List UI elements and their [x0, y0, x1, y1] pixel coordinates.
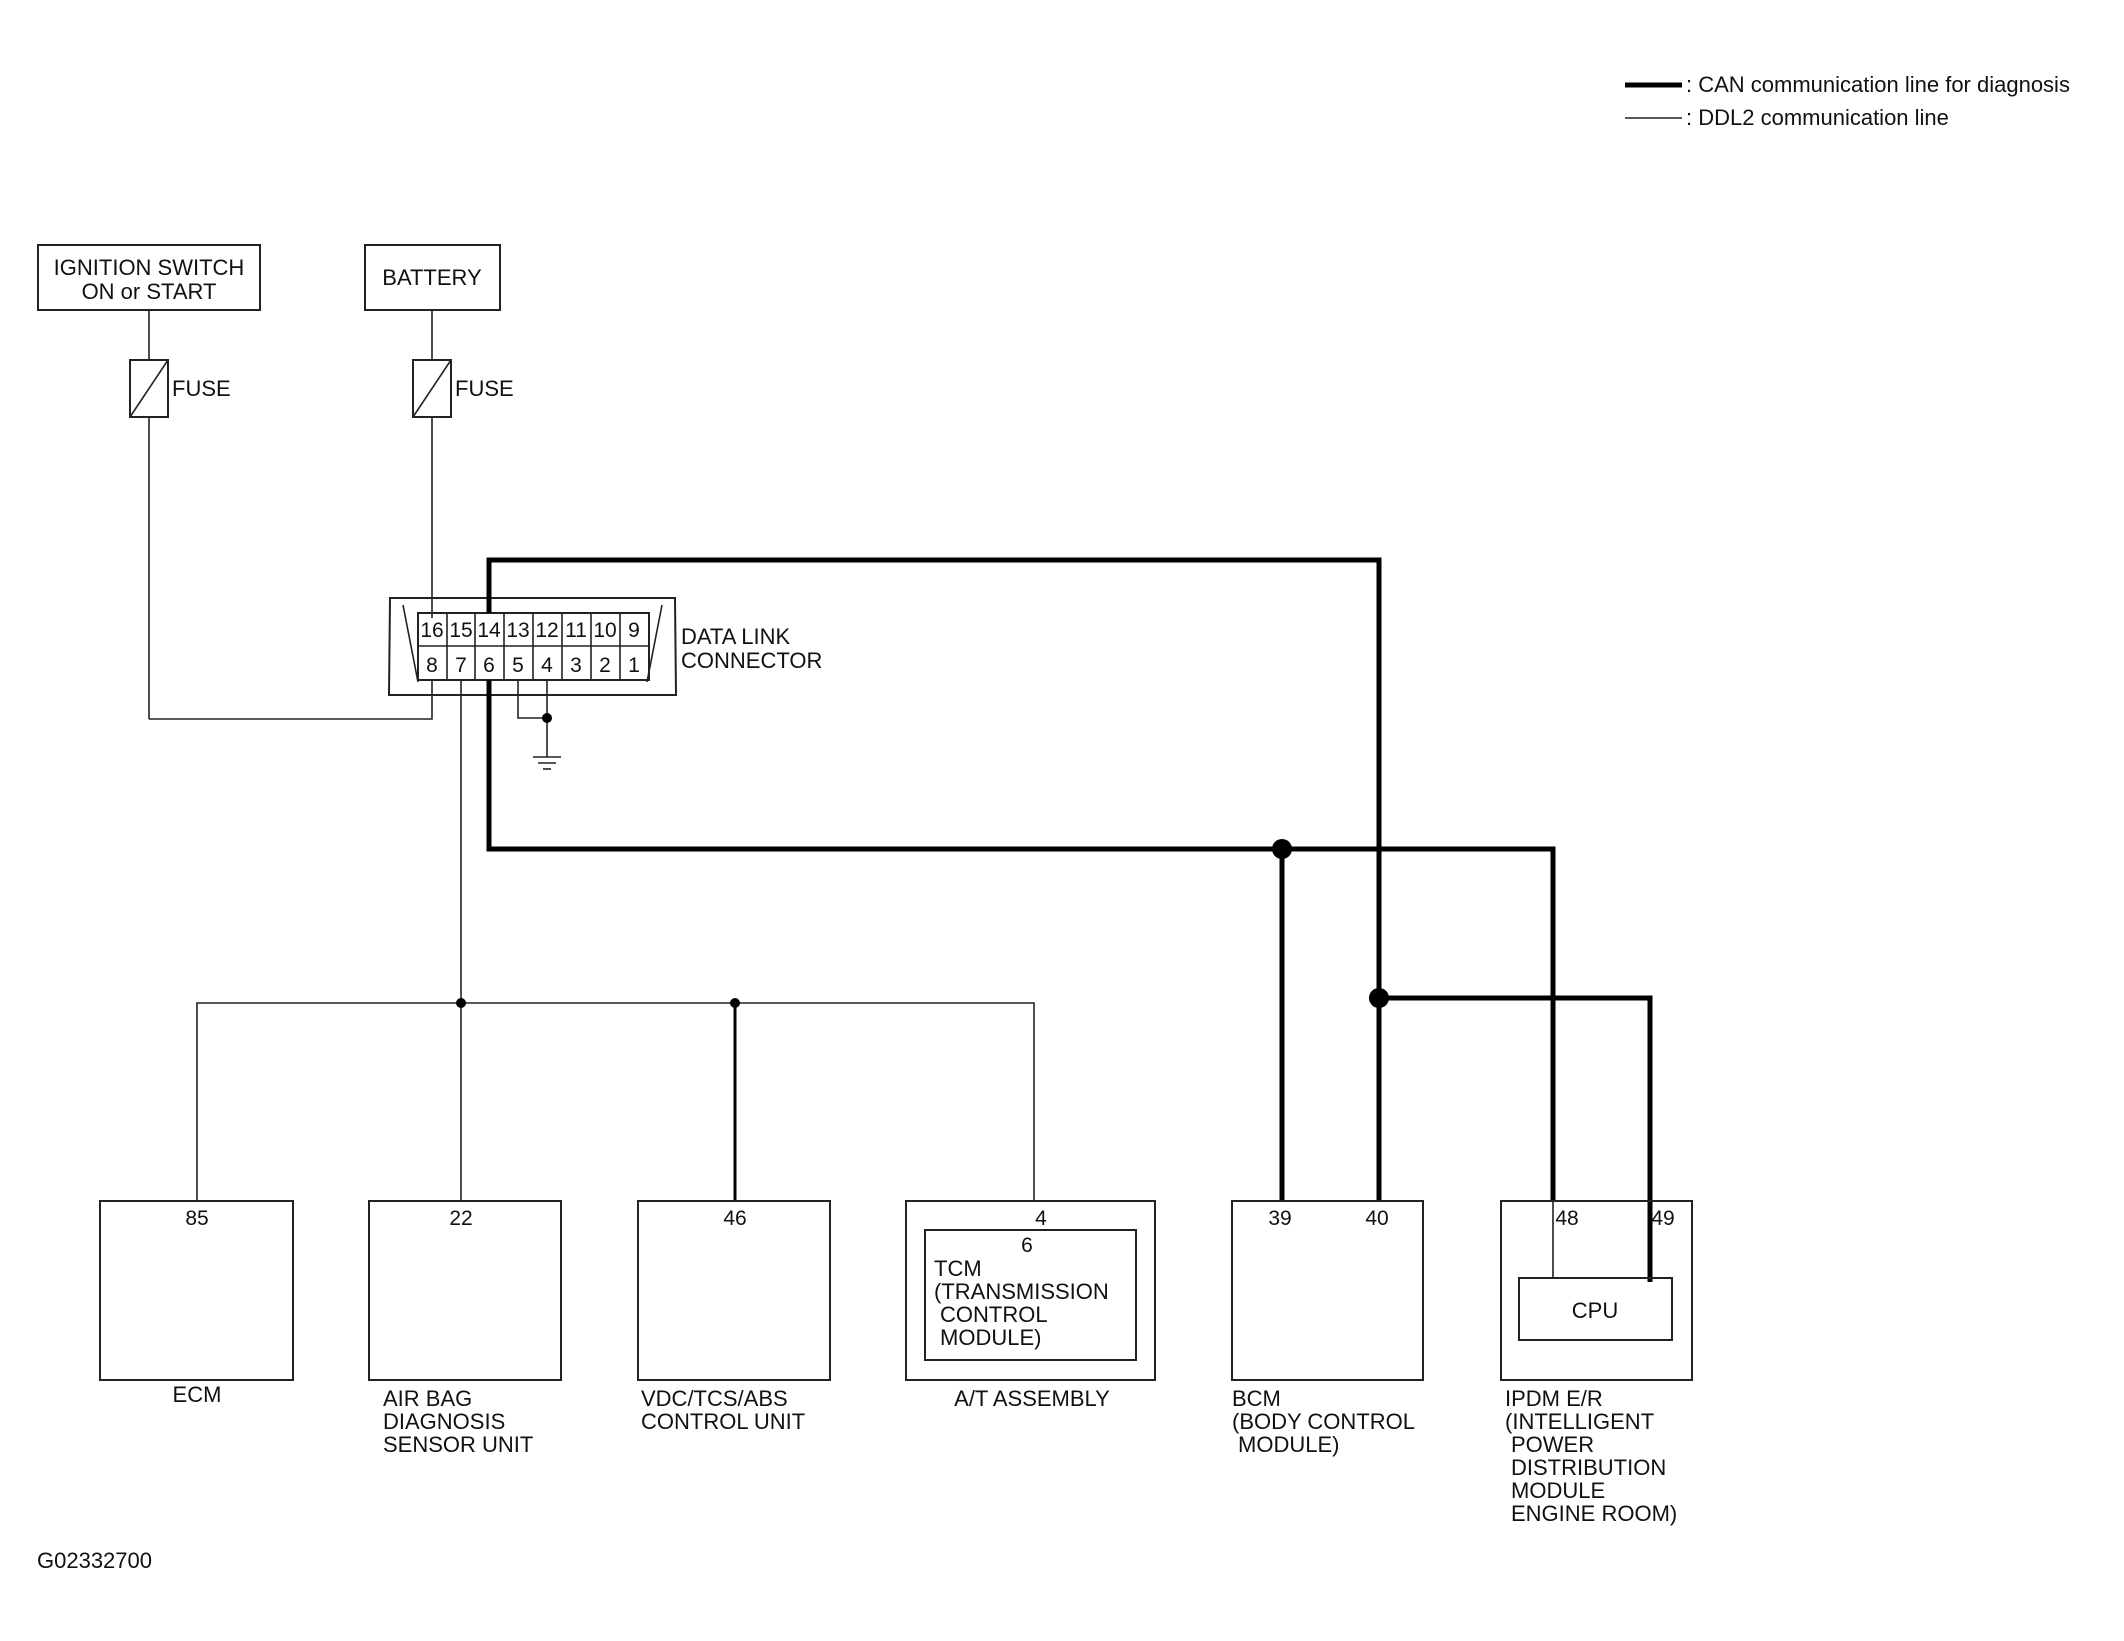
ipdm-label-line2: (INTELLIGENT	[1505, 1409, 1654, 1434]
ddl2-lines	[196, 680, 1035, 1201]
ground-junction-dot	[542, 713, 552, 723]
tcm-box	[924, 1229, 1137, 1361]
connector-pin-dividers	[446, 613, 621, 680]
ground-connection	[517, 680, 561, 770]
vdc-label-line1: VDC/TCS/ABS	[641, 1386, 788, 1411]
airbag-label-line3: SENSOR UNIT	[383, 1432, 533, 1457]
can-high-line	[486, 557, 1382, 1201]
tcm-pin: 6	[1021, 1234, 1033, 1257]
ignition-switch-label-line2: ON or START	[82, 279, 217, 304]
connector-pin-11: 11	[565, 619, 587, 642]
connector-label-line2: CONNECTOR	[681, 648, 822, 673]
bcm-label-line2: (BODY CONTROL	[1232, 1409, 1415, 1434]
ipdm-pin-48: 48	[1555, 1207, 1578, 1230]
tcm-label-line1: TCM	[934, 1256, 982, 1281]
tcm-label-line3: CONTROL	[940, 1302, 1048, 1327]
ipdm-label-line3: POWER	[1511, 1432, 1594, 1457]
fuse-ignition-label: FUSE	[172, 376, 231, 401]
can-low-line	[486, 680, 1556, 1201]
bcm-label-line1: BCM	[1232, 1386, 1281, 1411]
connector-pin-3: 3	[570, 654, 582, 677]
ignition-switch-label-line1: IGNITION SWITCH	[54, 255, 245, 280]
ddl2-junction-dot-vdc	[730, 998, 740, 1008]
tcm-label-line2: (TRANSMISSION	[934, 1279, 1109, 1304]
ecm-label: ECM	[173, 1382, 222, 1407]
fuse-ignition: FUSE	[129, 310, 231, 719]
ipdm-label-line4: DISTRIBUTION	[1511, 1455, 1666, 1480]
ipdm-label-line1: IPDM E/R	[1505, 1386, 1603, 1411]
vdc-module: 46 VDC/TCS/ABS CONTROL UNIT	[637, 1200, 831, 1434]
connector-pin-2: 2	[599, 654, 611, 677]
airbag-module: 22 AIR BAG DIAGNOSIS SENSOR UNIT	[368, 1200, 562, 1457]
connector-pin-14: 14	[477, 619, 501, 642]
connector-pin-12: 12	[535, 619, 558, 642]
ipdm-module: 48 49 CPU IPDM E/R (INTELLIGENT POWER DI…	[1500, 1200, 1693, 1526]
cpu-label: CPU	[1572, 1298, 1618, 1323]
connector-pin-16: 16	[420, 619, 443, 642]
can-junction-dot-high	[1369, 988, 1389, 1008]
airbag-label-line2: DIAGNOSIS	[383, 1409, 505, 1434]
at-pin: 4	[1035, 1207, 1047, 1230]
cpu-box	[1518, 1277, 1673, 1341]
connector-pin-13: 13	[506, 619, 529, 642]
connector-pin-6: 6	[483, 654, 495, 677]
ignition-switch-box: IGNITION SWITCH ON or START	[37, 244, 261, 311]
connector-pin-9: 9	[628, 619, 640, 642]
vdc-label-line2: CONTROL UNIT	[641, 1409, 805, 1434]
bcm-pin-39: 39	[1268, 1207, 1291, 1230]
connector-label-line1: DATA LINK	[681, 624, 791, 649]
connector-pin-7: 7	[455, 654, 467, 677]
connector-pin-8: 8	[426, 654, 438, 677]
can-branch-ipdm-49	[1379, 995, 1653, 1282]
battery-label: BATTERY	[382, 265, 482, 290]
legend-ddl2-label: : DDL2 communication line	[1686, 105, 1949, 130]
bcm-label-line3: MODULE)	[1238, 1432, 1339, 1457]
ddl2-junction-dot-airbag	[456, 998, 466, 1008]
airbag-pin: 22	[449, 1207, 472, 1230]
ipdm-pin-49: 49	[1651, 1207, 1674, 1230]
bcm-pin-40: 40	[1365, 1207, 1388, 1230]
legend-can-label: : CAN communication line for diagnosis	[1686, 72, 2070, 97]
at-assembly-module: 4 6 TCM (TRANSMISSION CONTROL MODULE) A/…	[905, 1200, 1156, 1411]
ipdm-label-line6: ENGINE ROOM)	[1511, 1501, 1677, 1526]
legend: : CAN communication line for diagnosis :…	[1625, 72, 2070, 130]
airbag-label-line1: AIR BAG	[383, 1386, 472, 1411]
figure-id: G02332700	[37, 1548, 152, 1573]
ecm-pin: 85	[185, 1207, 208, 1230]
connector-pin-10: 10	[593, 619, 616, 642]
bcm-module: 39 40 BCM (BODY CONTROL MODULE)	[1231, 1200, 1424, 1457]
ipdm-label-line5: MODULE	[1511, 1478, 1605, 1503]
tcm-label-line4: MODULE)	[940, 1325, 1041, 1350]
connector-pin-5: 5	[512, 654, 524, 677]
connector-pin-15: 15	[449, 619, 472, 642]
vdc-pin: 46	[723, 1207, 746, 1230]
wire-ignition-to-pin8	[149, 680, 433, 720]
ecm-module: 85 ECM	[99, 1200, 294, 1407]
fuse-battery: FUSE	[412, 310, 514, 618]
connector-pin-4: 4	[541, 654, 553, 677]
at-assembly-label: A/T ASSEMBLY	[954, 1386, 1110, 1411]
connector-pin-1: 1	[628, 654, 640, 677]
battery-box: BATTERY	[364, 244, 501, 311]
data-link-connector: 16 15 14 13 12 11 10 9 8 7 6 5 4 3 2 1 D…	[387, 597, 822, 696]
can-junction-dot-low	[1272, 839, 1292, 859]
fuse-battery-label: FUSE	[455, 376, 514, 401]
can-bus-lines	[486, 557, 1653, 1282]
